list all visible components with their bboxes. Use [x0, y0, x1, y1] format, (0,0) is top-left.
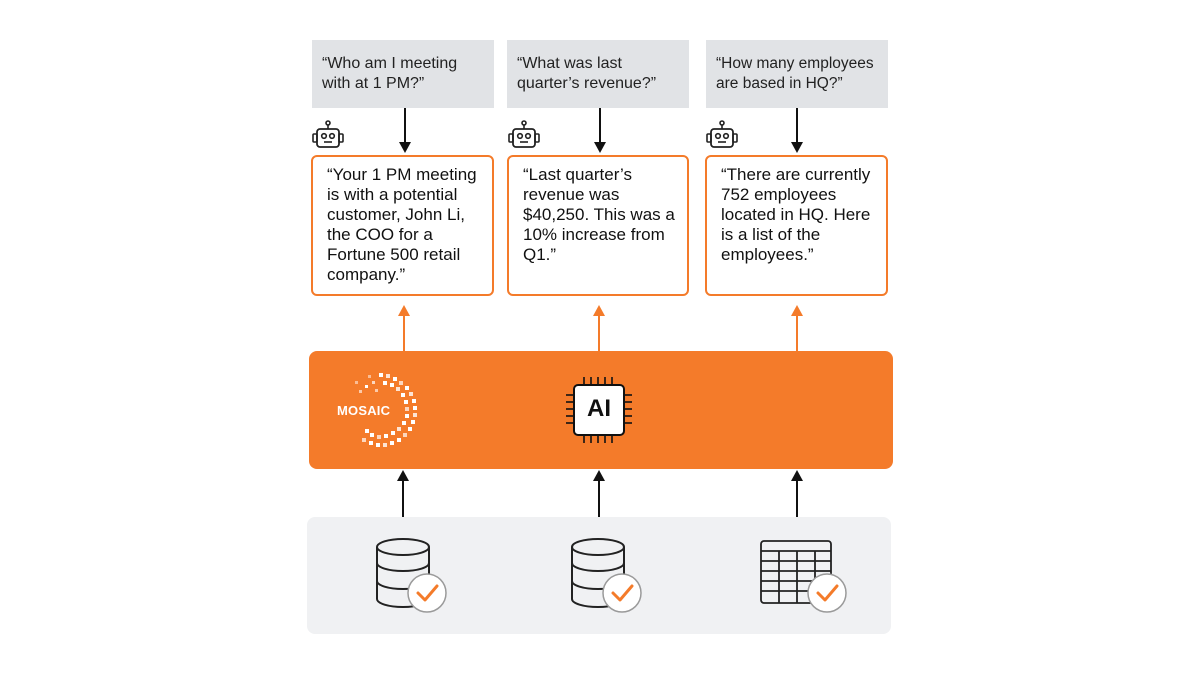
answer-box-1: “Your 1 PM meeting is with a potential c… [311, 155, 494, 296]
spreadsheet-check-icon [760, 540, 847, 613]
arrow-output-3 [791, 305, 803, 351]
ai-chip-icon [566, 377, 632, 443]
question-text-3: “How many employees are based in HQ?” [716, 55, 874, 92]
database-check-icon [571, 538, 642, 613]
database-check-icon [376, 538, 447, 613]
mosaic-logo-text: MOSAIC [337, 403, 391, 418]
arrow-question-1 [399, 108, 411, 153]
answer-text-1: “Your 1 PM meeting is with a potential c… [327, 165, 477, 284]
question-text-1: “Who am I meeting with at 1 PM?” [322, 55, 458, 92]
arrow-output-2 [593, 305, 605, 351]
robot-icon [312, 120, 344, 148]
arrow-question-2 [594, 108, 606, 153]
ai-platform-band: MOSAIC AI [309, 351, 893, 469]
robot-icon [706, 120, 738, 148]
ai-chip-label: AI [587, 395, 611, 422]
arrow-input-1 [397, 470, 409, 517]
robot-icon [508, 120, 540, 148]
answer-text-3: “There are currently 752 employees locat… [721, 165, 871, 264]
data-sources-panel [307, 517, 891, 634]
question-box-1: “Who am I meeting with at 1 PM?” [312, 40, 494, 108]
question-box-3: “How many employees are based in HQ?” [706, 40, 888, 108]
answer-box-2: “Last quarter’s revenue was $40,250. Thi… [507, 155, 689, 296]
arrow-output-1 [398, 305, 410, 351]
question-box-2: “What was last quarter’s revenue?” [507, 40, 689, 108]
mosaic-logo [355, 373, 417, 447]
arrow-question-3 [791, 108, 803, 153]
arrow-input-2 [593, 470, 605, 517]
answer-box-3: “There are currently 752 employees locat… [705, 155, 888, 296]
answer-text-2: “Last quarter’s revenue was $40,250. Thi… [523, 165, 675, 264]
arrow-input-3 [791, 470, 803, 517]
question-text-2: “What was last quarter’s revenue?” [517, 55, 657, 92]
